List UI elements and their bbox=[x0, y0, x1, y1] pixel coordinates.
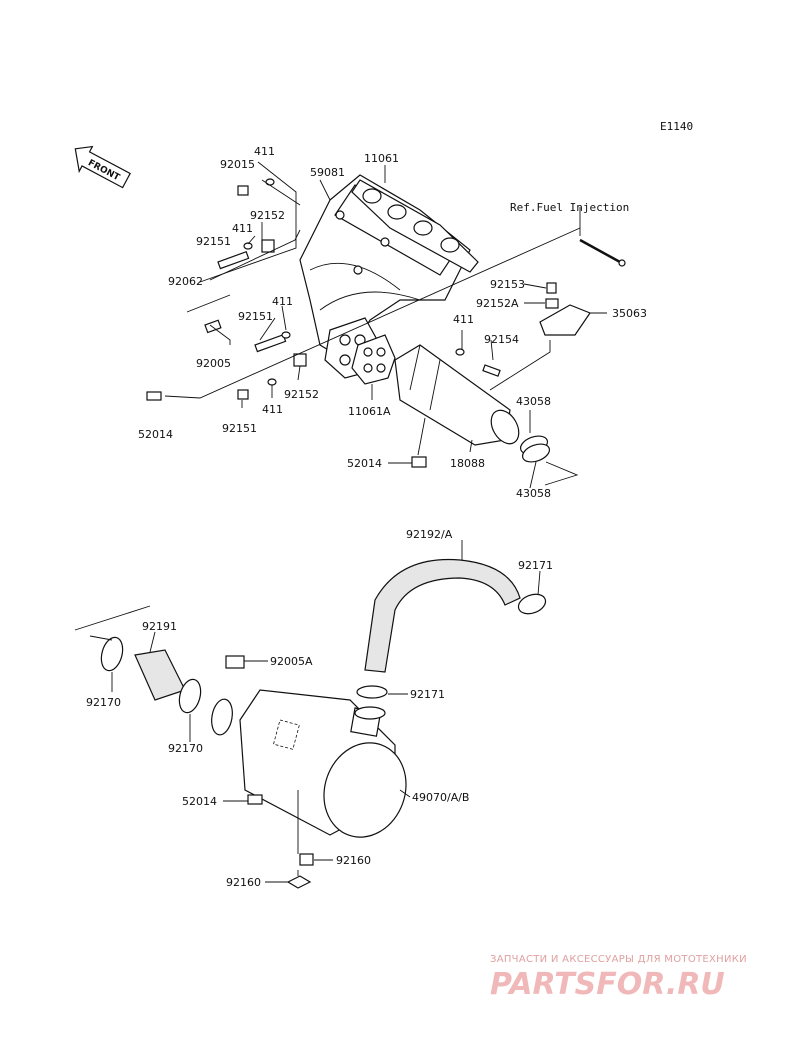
label-92170-a: 92170 bbox=[86, 696, 121, 709]
gasket-11061 bbox=[351, 179, 479, 273]
label-35063: 35063 bbox=[612, 307, 647, 320]
label-92171-a: 92171 bbox=[518, 559, 553, 572]
label-411-e: 411 bbox=[453, 313, 474, 326]
clamp-92171-upper bbox=[517, 593, 547, 615]
clamp-92171-lower bbox=[356, 685, 388, 699]
label-92192A: 92192/A bbox=[406, 528, 453, 541]
fasteners bbox=[146, 178, 559, 468]
label-411-c: 411 bbox=[272, 295, 293, 308]
gasket-11061A bbox=[351, 334, 396, 385]
label-52014-c: 52014 bbox=[182, 795, 217, 808]
hose-92192A bbox=[364, 558, 521, 673]
fitting-52014-muffler bbox=[247, 794, 263, 805]
sensor-fuel-injection bbox=[579, 238, 626, 267]
bracket-35063 bbox=[539, 304, 591, 336]
label-92005: 92005 bbox=[196, 357, 231, 370]
label-11061: 11061 bbox=[364, 152, 399, 165]
label-92170-b: 92170 bbox=[168, 742, 203, 755]
label-411-a: 411 bbox=[254, 145, 275, 158]
label-92152A: 92152A bbox=[476, 297, 519, 310]
watermark-brand: PARTSFOR.RU bbox=[490, 967, 725, 1002]
label-92151-b: 92151 bbox=[238, 310, 273, 323]
label-411-d: 411 bbox=[262, 403, 283, 416]
label-411-b: 411 bbox=[232, 222, 253, 235]
sleeve-92191 bbox=[134, 649, 186, 701]
label-92151-c: 92151 bbox=[222, 422, 257, 435]
clamp-92170-right bbox=[178, 678, 202, 714]
label-92191: 92191 bbox=[142, 620, 177, 633]
label-92062: 92062 bbox=[168, 275, 203, 288]
watermark-tagline: ЗАПЧАСТИ И АКСЕССУАРЫ ДЛЯ МОТОТЕХНИКИ bbox=[490, 954, 747, 965]
label-11061A: 11061A bbox=[348, 405, 391, 418]
part-labels: 411 92015 59081 11061 92152 411 92151 92… bbox=[86, 145, 647, 889]
label-52014-b: 52014 bbox=[347, 457, 382, 470]
label-43058-b: 43058 bbox=[516, 487, 551, 500]
fitting-92005A bbox=[225, 655, 245, 669]
label-92152-b: 92152 bbox=[284, 388, 319, 401]
label-92154: 92154 bbox=[484, 333, 519, 346]
label-49070: 49070/A/B bbox=[412, 791, 469, 804]
label-92151-a: 92151 bbox=[196, 235, 231, 248]
label-43058-a: 43058 bbox=[516, 395, 551, 408]
label-59081: 59081 bbox=[310, 166, 345, 179]
label-92153: 92153 bbox=[490, 278, 525, 291]
leader-lines bbox=[74, 161, 607, 883]
label-92160-b: 92160 bbox=[226, 876, 261, 889]
clamp-43058-lower bbox=[521, 443, 551, 463]
label-92015: 92015 bbox=[220, 158, 255, 171]
plate-92160-upper bbox=[299, 853, 314, 866]
exhaust-pipe-18088 bbox=[394, 344, 520, 446]
label-92152-a: 92152 bbox=[250, 209, 285, 222]
label-92005A: 92005A bbox=[270, 655, 313, 668]
label-92171-b: 92171 bbox=[410, 688, 445, 701]
diagram-code: E1140 bbox=[660, 120, 693, 133]
clamp-92170-left bbox=[100, 636, 124, 672]
front-arrow-icon: FRONT bbox=[74, 145, 131, 189]
plate-92160-lower bbox=[286, 875, 312, 889]
ref-fuel-injection-label: Ref.Fuel Injection bbox=[510, 201, 629, 214]
label-18088: 18088 bbox=[450, 457, 485, 470]
label-92160-a: 92160 bbox=[336, 854, 371, 867]
label-52014-a: 52014 bbox=[138, 428, 173, 441]
muffler-49070 bbox=[211, 689, 407, 838]
